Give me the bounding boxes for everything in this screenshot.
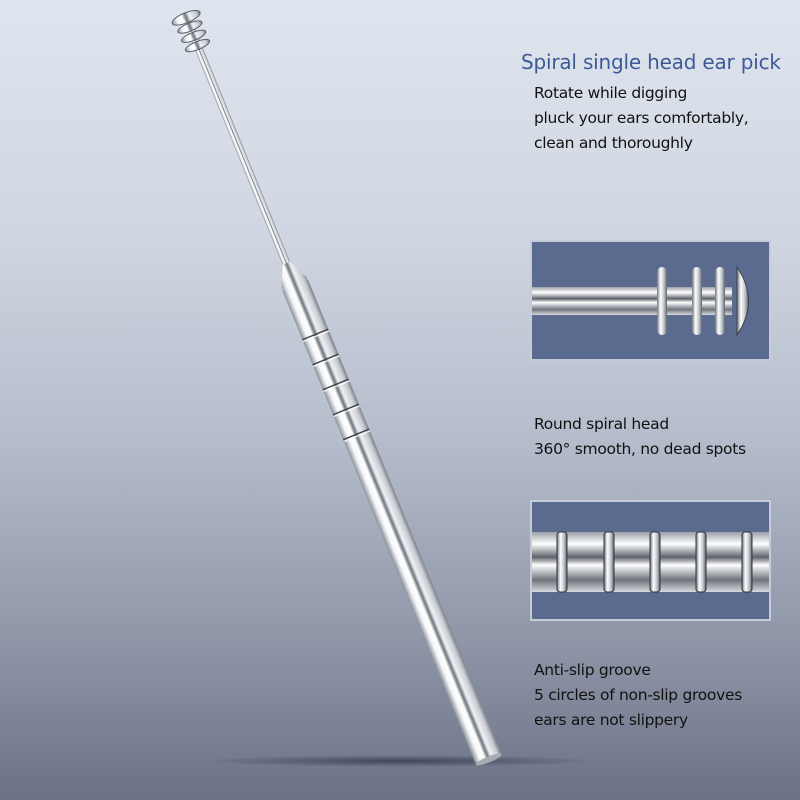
feature-line: 5 circles of non-slip grooves bbox=[534, 686, 742, 704]
feature-description-rotate: Rotate while digging pluck your ears com… bbox=[534, 81, 749, 156]
feature-description-anti-slip: Anti-slip groove 5 circles of non-slip g… bbox=[534, 658, 742, 733]
feature-line: Rotate while digging bbox=[534, 84, 688, 102]
product-title: Spiral single head ear pick bbox=[521, 50, 781, 74]
feature-line: Anti-slip groove bbox=[534, 661, 651, 679]
feature-line: Round spiral head bbox=[534, 415, 669, 433]
feature-line: ears are not slippery bbox=[534, 711, 688, 729]
feature-line: 360° smooth, no dead spots bbox=[534, 440, 746, 458]
feature-description-round-head: Round spiral head 360° smooth, no dead s… bbox=[534, 412, 746, 462]
feature-line: pluck your ears comfortably, bbox=[534, 109, 749, 127]
spiral-head-closeup-image bbox=[530, 240, 771, 361]
feature-line: clean and thoroughly bbox=[534, 134, 693, 152]
anti-slip-groove-closeup-image bbox=[530, 500, 771, 621]
